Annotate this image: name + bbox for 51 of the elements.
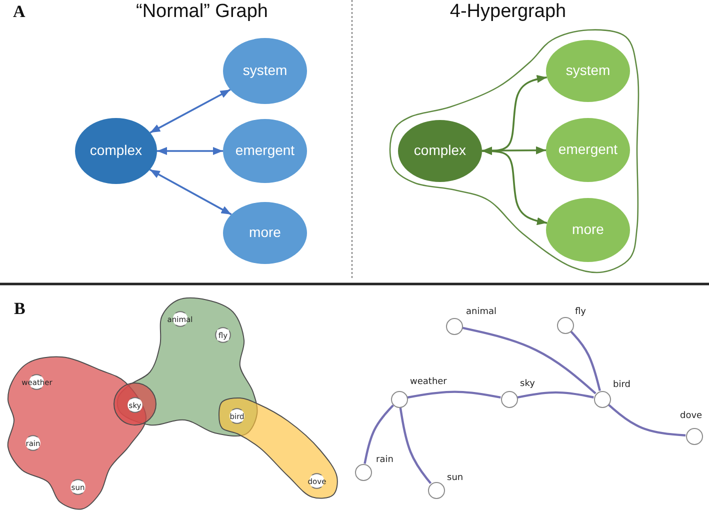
vertex-label: weather — [410, 377, 447, 387]
node-label: emergent — [235, 143, 295, 159]
node-label: complex — [414, 143, 466, 159]
hyperedge-region — [5, 354, 159, 512]
edge-line — [364, 404, 394, 464]
hyperedge-outline — [387, 27, 640, 275]
vertex-circle — [390, 390, 408, 408]
vertex-circle — [500, 390, 518, 408]
panel-title: “Normal” Graph — [136, 1, 268, 23]
edge-line — [608, 404, 686, 436]
vertex-circle — [446, 318, 462, 334]
vertex-node — [167, 311, 193, 327]
vertex-node — [229, 408, 245, 424]
vertex-label: rain — [376, 455, 394, 465]
vertex-circle — [556, 316, 574, 334]
vertex-node — [127, 397, 143, 413]
node-label: system — [566, 63, 610, 79]
vertex-label: dove — [680, 411, 702, 421]
panel-letter: A — [13, 2, 26, 22]
panel-letter: B — [14, 299, 26, 319]
edge-line — [407, 390, 501, 399]
vertex-circle — [354, 464, 372, 480]
edge-line — [570, 330, 601, 392]
vertex-node — [70, 479, 86, 495]
vertex-label: bird — [613, 380, 630, 390]
vertex-circle — [686, 428, 702, 444]
graph-node — [546, 40, 630, 102]
node-label: more — [249, 225, 281, 241]
vertex-label: animal — [466, 307, 497, 317]
edge-line — [462, 326, 596, 394]
vertex-label: sky — [520, 379, 535, 389]
vertex-label: fly — [575, 307, 586, 317]
graph-node — [546, 198, 630, 262]
edge-line — [399, 407, 432, 484]
double-arrow — [482, 146, 546, 155]
graph-node — [398, 120, 482, 182]
vertex-node — [215, 327, 231, 343]
edge-line — [517, 391, 594, 398]
node-label: more — [572, 222, 604, 238]
node-label: emergent — [558, 142, 618, 158]
vertex-circle — [594, 390, 610, 408]
double-arrow — [150, 88, 231, 134]
double-arrow — [157, 147, 223, 155]
vertex-circle — [428, 482, 444, 498]
double-arrow — [149, 168, 232, 216]
vertex-label: sun — [447, 473, 464, 483]
node-label: complex — [90, 143, 142, 159]
node-label: system — [242, 63, 288, 79]
panel-title: 4-Hypergraph — [450, 1, 566, 23]
vertex-node — [25, 435, 41, 451]
hyperedge-region — [216, 395, 340, 500]
